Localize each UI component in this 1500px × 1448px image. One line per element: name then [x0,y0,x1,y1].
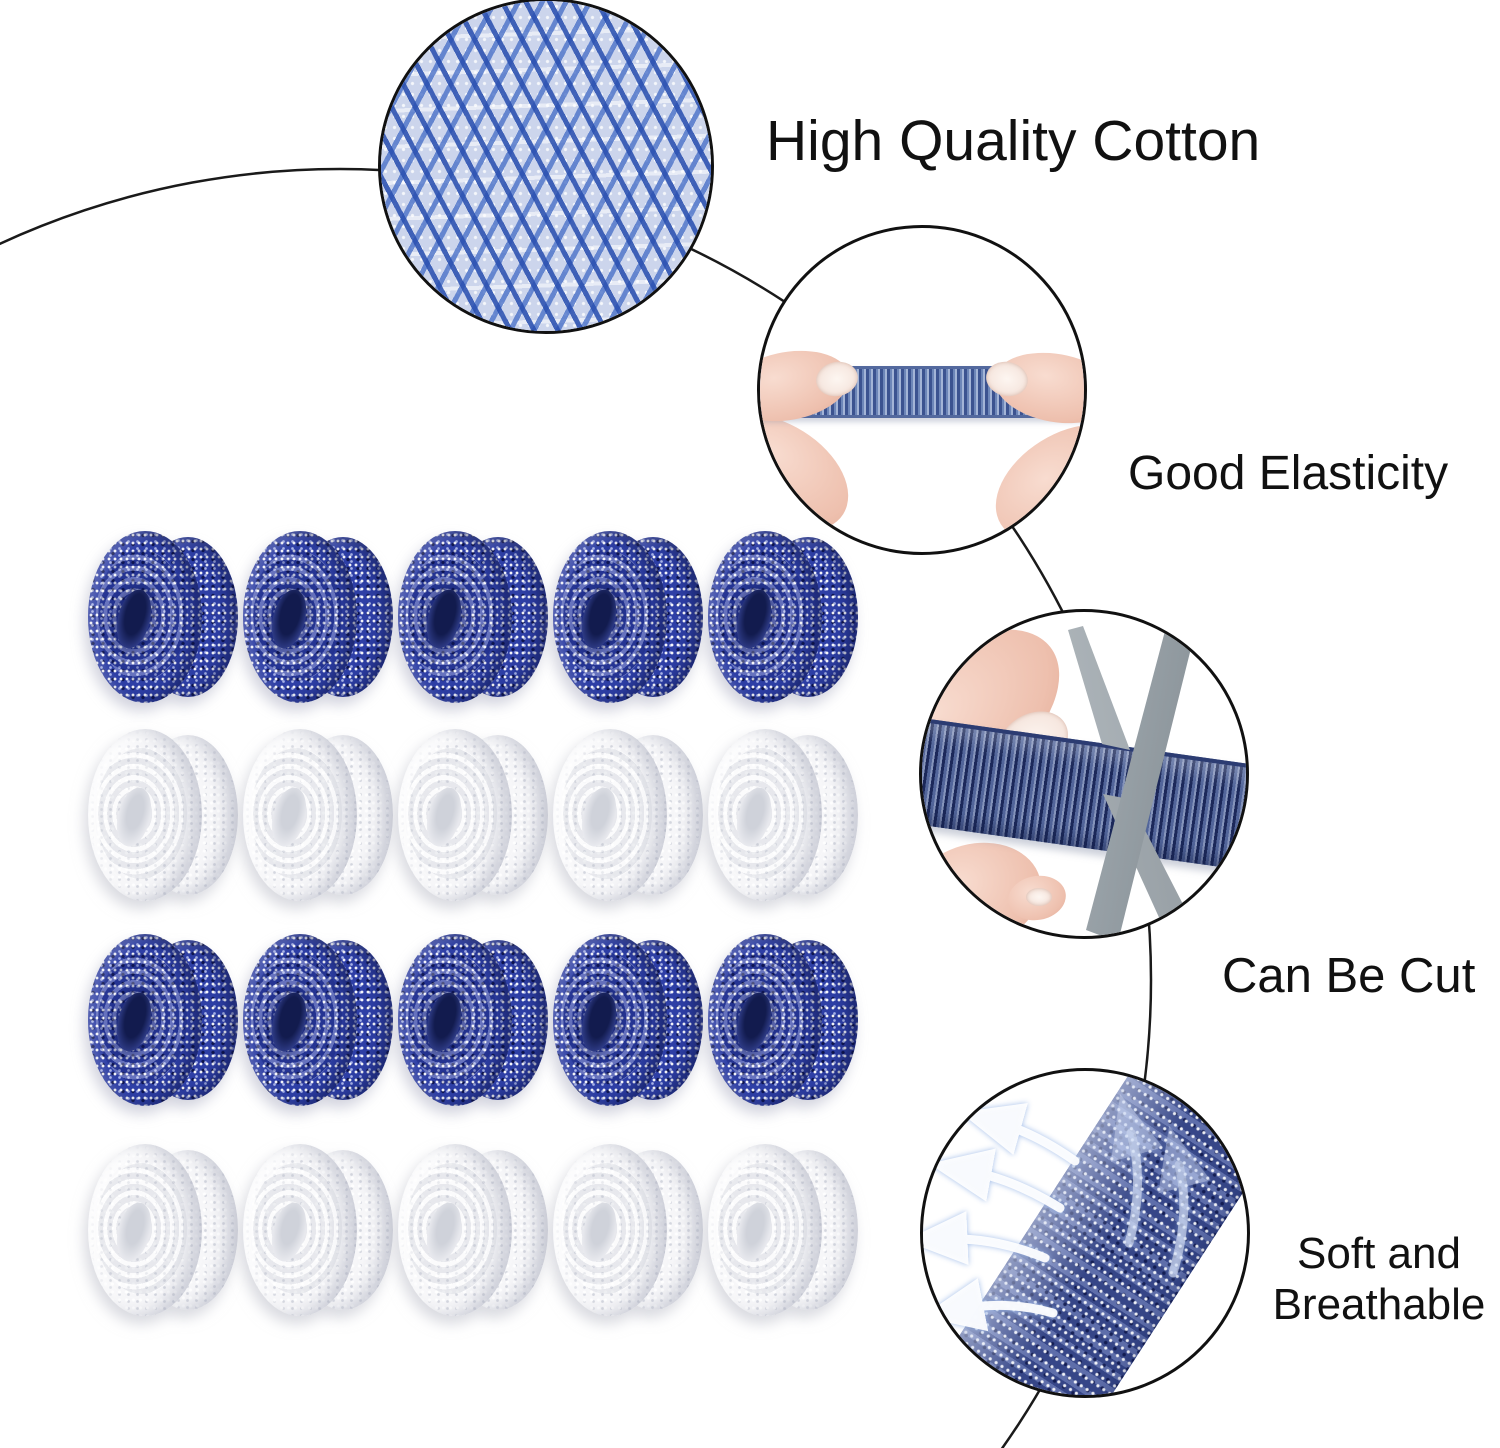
product-ring-blue [553,934,703,1106]
right-finger [974,400,1084,552]
product-ring-blue [398,531,548,703]
airflow-arrows-icon [923,1093,1211,1332]
elasticity-demo-circle [757,225,1087,555]
ring-row-white-2 [88,1144,858,1316]
caption-can-be-cut: Can Be Cut [1222,949,1476,1003]
caption-soft-and-breathable: Soft and Breathable [1272,1229,1486,1329]
ring-row-blue-2 [88,934,858,1106]
ring-disc-front [88,531,202,703]
ring-disc-front [398,1144,512,1316]
breathability-demo-circle [920,1068,1250,1398]
product-ring-blue [88,531,238,703]
product-ring-blue [398,934,548,1106]
ring-disc-front [553,934,667,1106]
ring-row-blue-1 [88,531,858,703]
product-ring-white [243,1144,393,1316]
product-ring-blue [708,531,858,703]
product-ring-white [553,1144,703,1316]
ring-disc-front [708,1144,822,1316]
product-ring-blue [708,934,858,1106]
product-ring-blue [243,934,393,1106]
product-ring-white [553,729,703,901]
product-ring-white [708,1144,858,1316]
caption-high-quality-cotton: High Quality Cotton [766,109,1261,173]
knit-fabric-texture [381,1,711,331]
ring-disc-front [708,729,822,901]
product-ring-blue [243,531,393,703]
ring-disc-front [88,729,202,901]
product-ring-white [243,729,393,901]
product-ring-white [708,729,858,901]
product-ring-white [398,1144,548,1316]
product-ring-blue [88,934,238,1106]
product-ring-blue [553,531,703,703]
caption-good-elasticity: Good Elasticity [1128,447,1449,500]
cutting-demo-circle [919,609,1249,939]
product-ring-white [88,729,238,901]
ring-row-white-1 [88,729,858,901]
product-ring-white [88,1144,238,1316]
lower-fingertip-nail [1026,888,1052,906]
ring-disc-front [398,934,512,1106]
ring-disc-front [708,934,822,1106]
product-ring-white [398,729,548,901]
fabric-closeup-circle [378,0,714,334]
